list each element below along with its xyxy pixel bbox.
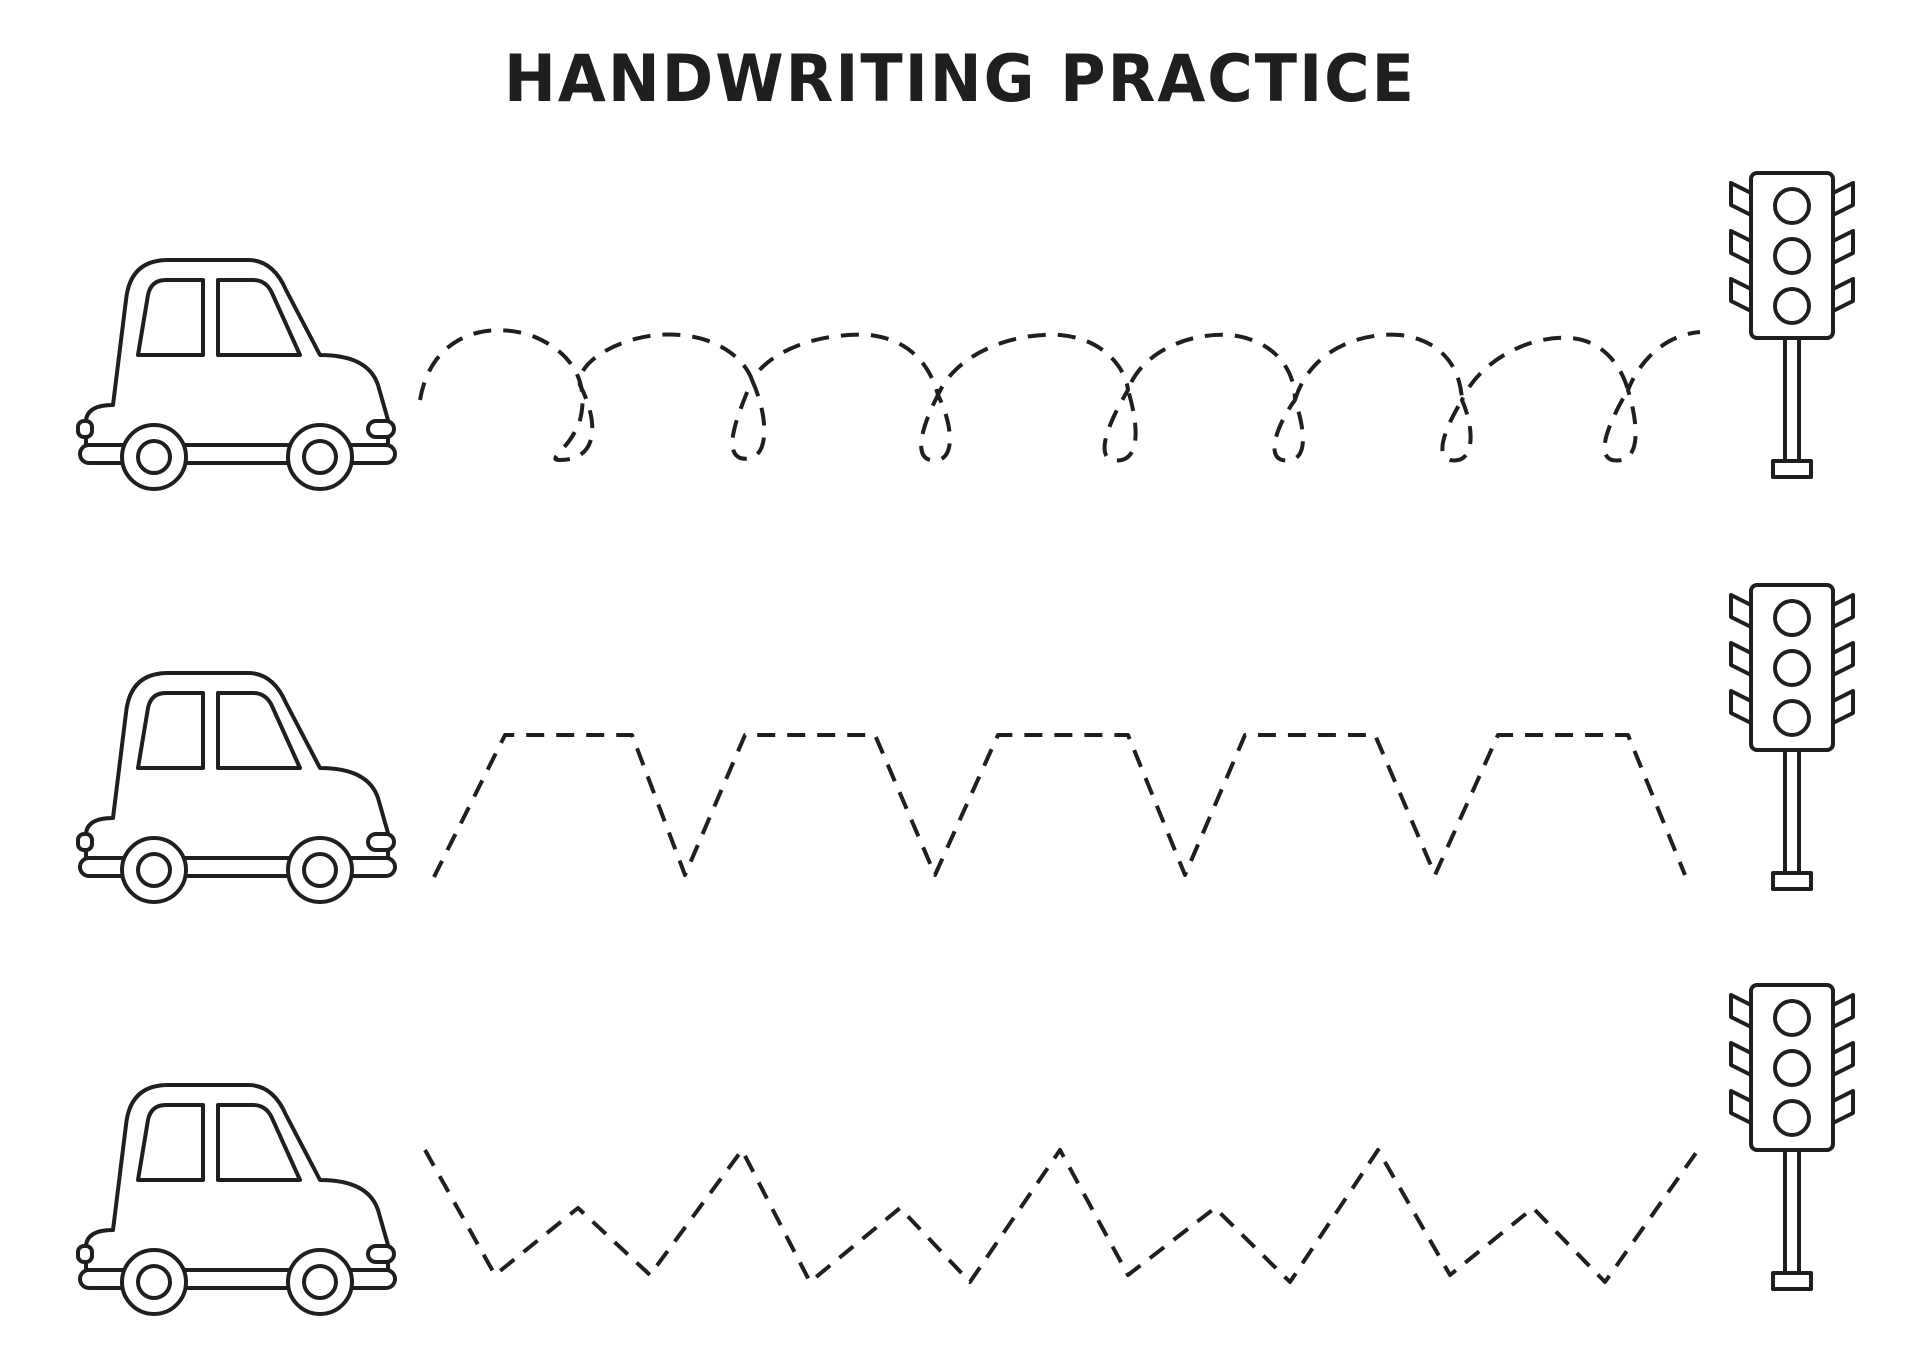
traffic-light-icon bbox=[1729, 171, 1855, 479]
traffic-light-icon bbox=[1729, 983, 1855, 1291]
tracing-path-zigzag bbox=[423, 1148, 1700, 1284]
tracing-path-loops bbox=[418, 328, 1701, 463]
car-icon bbox=[76, 671, 397, 904]
car-icon bbox=[76, 1083, 397, 1316]
tracing-path-trapezoid bbox=[432, 733, 1687, 878]
page-title: HANDWRITING PRACTICE bbox=[503, 40, 1417, 117]
car-icon bbox=[76, 258, 397, 491]
traffic-light-icon bbox=[1729, 583, 1855, 891]
